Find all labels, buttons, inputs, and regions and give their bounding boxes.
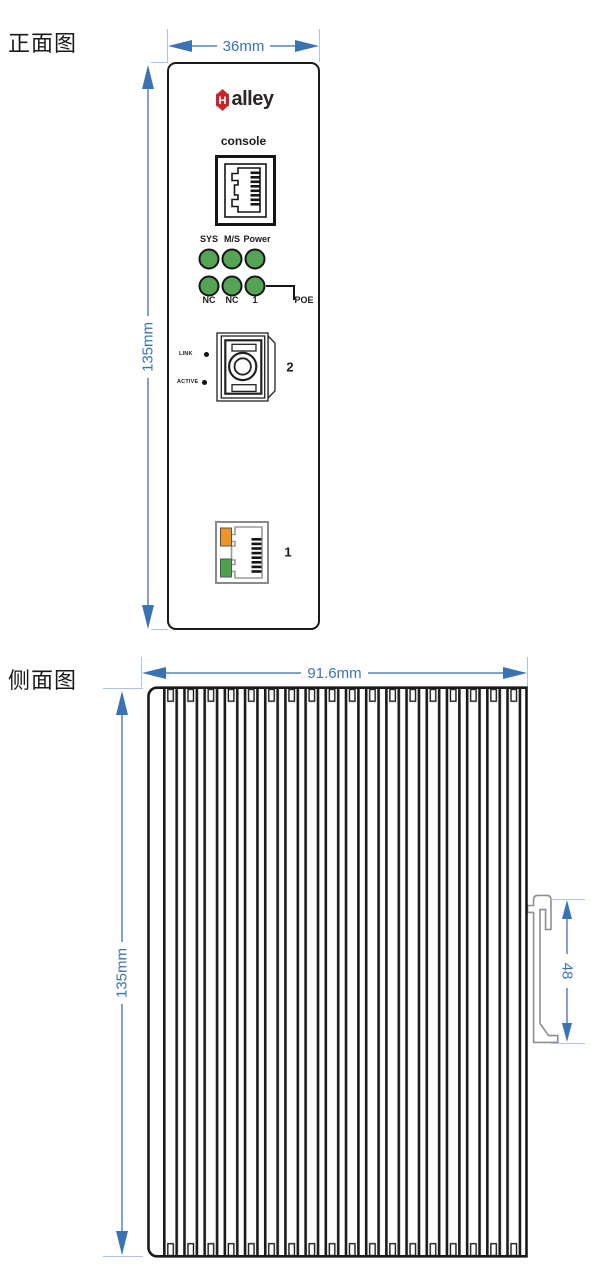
logo-letter: H: [218, 95, 226, 107]
ethernet-port-number: 1: [284, 544, 292, 560]
led-nc-2: [221, 275, 243, 297]
logo-wordmark: alley: [231, 88, 274, 110]
din-clip: [526, 894, 559, 1044]
side-height-dimension-label: 135mm: [113, 947, 131, 999]
link-label: LINK: [179, 351, 193, 357]
extension-line: [103, 1256, 143, 1258]
link-indicator: LINK: [179, 351, 209, 357]
dimension-line: [566, 988, 568, 1023]
extension-line: [103, 688, 143, 690]
dimension-line: [270, 45, 295, 47]
dimension-arrow-left-icon: [142, 667, 166, 679]
fiber-port-number: 2: [286, 359, 294, 375]
side-width-dimension: 91.6mm: [142, 664, 527, 682]
dimension-line: [367, 672, 503, 674]
dimension-arrow-up-icon: [142, 65, 154, 89]
dimension-line: [566, 919, 568, 954]
dimension-line: [166, 672, 302, 674]
logo-mark-icon: H: [215, 88, 229, 111]
led-label-nc2: NC: [225, 295, 239, 305]
led-nc-1: [198, 275, 220, 297]
active-label: ACTIVE: [177, 379, 199, 385]
dimension-arrow-down-icon: [116, 1231, 128, 1255]
poe-label: POE: [294, 295, 314, 305]
front-height-dimension: 135mm: [139, 65, 157, 629]
led-label-ms: M/S: [223, 234, 241, 244]
led-label-power: Power: [243, 234, 271, 244]
led-power: [244, 248, 266, 270]
poe-leader-line: [266, 285, 295, 300]
side-width-dimension-label: 91.6mm: [307, 664, 362, 682]
dimension-arrow-up-icon: [116, 691, 128, 715]
dimension-line: [121, 1004, 123, 1231]
extension-line: [551, 898, 585, 900]
side-body-outline: [147, 686, 528, 1258]
extension-line: [151, 628, 168, 630]
front-width-dimension-label: 36mm: [222, 37, 265, 55]
front-height-dimension-label: 135mm: [139, 321, 157, 373]
console-port-icon: [214, 155, 276, 226]
ethernet-port-icon: [215, 521, 269, 584]
extension-line: [527, 657, 529, 687]
extension-line: [140, 657, 142, 687]
front-view-title: 正面图: [8, 31, 78, 56]
heatsink-fins: [163, 688, 527, 1257]
link-dot-icon: [204, 351, 209, 357]
active-indicator: ACTIVE: [177, 379, 207, 385]
side-height-dimension: 135mm: [113, 691, 131, 1255]
side-body-drawing: [147, 686, 559, 1258]
brand-logo: H alley: [169, 88, 318, 111]
fiber-port-icon: [216, 332, 276, 402]
extension-line: [151, 61, 168, 63]
led-port1: [244, 275, 266, 297]
dimension-arrow-right-icon: [295, 40, 319, 52]
led-label-nc1: NC: [202, 295, 216, 305]
dimension-line: [192, 45, 217, 47]
port-led-green: [220, 558, 232, 578]
port-led-orange: [220, 527, 232, 547]
front-width-dimension: 36mm: [168, 37, 319, 55]
din-clip-dimension: 48: [558, 900, 576, 1042]
led-ms: [221, 248, 243, 270]
led-label-1: 1: [252, 295, 258, 305]
led-label-sys: SYS: [199, 234, 219, 244]
front-panel: H alley console SYS M/S Power NC: [167, 62, 320, 630]
extension-line: [551, 1043, 585, 1045]
extension-line: [166, 29, 168, 62]
dimension-arrow-down-icon: [142, 605, 154, 629]
dimension-line: [121, 715, 123, 942]
dimension-arrow-right-icon: [503, 667, 527, 679]
extension-line: [319, 29, 321, 62]
active-dot-icon: [202, 379, 207, 385]
din-clip-dimension-label: 48: [558, 962, 576, 980]
dimension-line: [147, 89, 149, 316]
dimension-arrow-left-icon: [168, 40, 192, 52]
dimension-line: [147, 378, 149, 605]
led-sys: [198, 248, 220, 270]
console-label: console: [220, 134, 267, 148]
dimension-arrow-down-icon: [562, 1023, 572, 1042]
dimension-arrow-up-icon: [562, 900, 572, 919]
side-view-title: 侧面图: [8, 668, 78, 693]
